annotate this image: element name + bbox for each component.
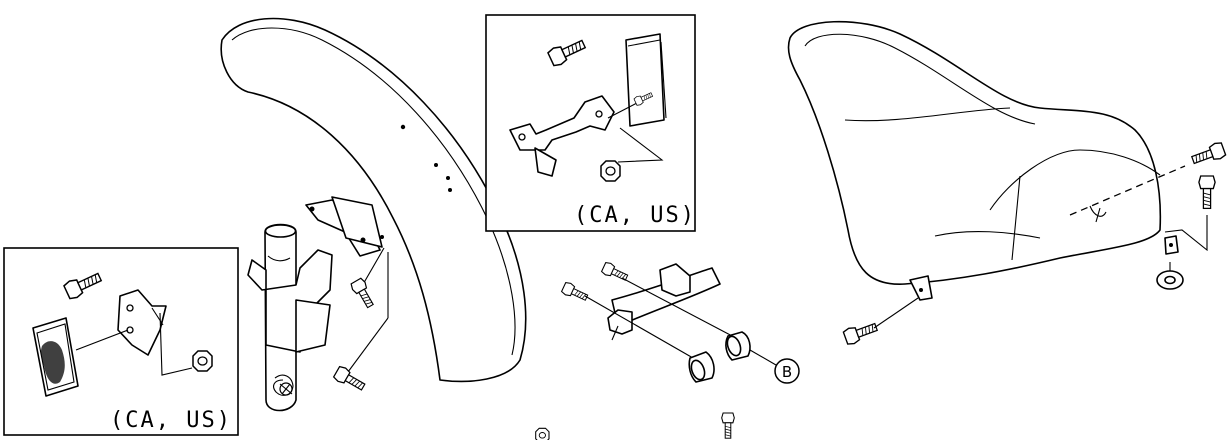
- seat-bracket-bolt-2: [600, 260, 737, 339]
- inset-nut: [600, 160, 621, 182]
- seat-bolt-rear: [1164, 175, 1216, 252]
- callout-b: B: [774, 358, 800, 384]
- front-fender: [220, 17, 527, 383]
- seat-bolt-front: [842, 297, 919, 347]
- seat-bracket-bolt-1: [560, 280, 701, 363]
- reflector-bracket-top: [509, 95, 615, 177]
- fender-bolt-2: [332, 252, 389, 395]
- fork-leg: [247, 223, 333, 412]
- fender-bolt-1: [349, 247, 385, 311]
- fender-bracket-plate: [305, 196, 384, 257]
- loose-nut: [535, 427, 550, 440]
- loose-bolt: [721, 412, 735, 439]
- inset2-nut: [192, 350, 213, 372]
- callout-b-label: B: [782, 363, 792, 381]
- seat-bracket: [607, 263, 721, 341]
- reflector-top: [625, 33, 667, 127]
- collar-1: [688, 351, 715, 383]
- top-inset: (CA, US): [485, 14, 696, 232]
- bottom-left-inset-label: (CA, US): [110, 408, 232, 433]
- top-inset-label: (CA, US): [574, 203, 696, 228]
- seat-washer: [1156, 262, 1184, 290]
- reflector-bottom: [32, 317, 79, 397]
- bottom-left-inset: (CA, US): [3, 247, 239, 436]
- seat: [787, 20, 1179, 301]
- seat-bolt-right: [1069, 140, 1227, 216]
- collar-2: [725, 331, 751, 361]
